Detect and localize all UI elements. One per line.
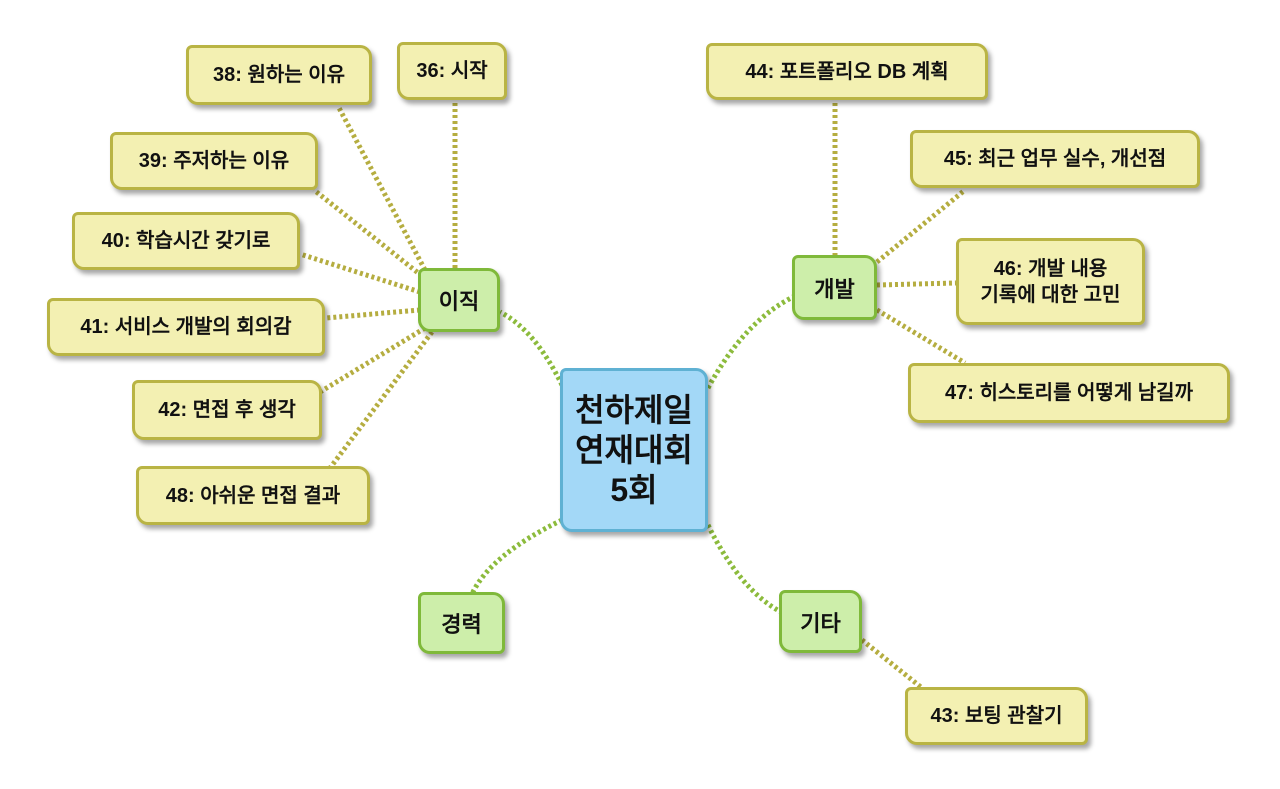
branch-gaebal[interactable]: 개발 bbox=[792, 255, 877, 320]
node-label: 40: 학습시간 갖기로 bbox=[101, 230, 271, 252]
node-39[interactable]: 39: 주저하는 이유 bbox=[110, 132, 318, 190]
node-label: 42: 면접 후 생각 bbox=[158, 399, 296, 421]
node-44[interactable]: 44: 포트폴리오 DB 계획 bbox=[706, 43, 988, 100]
edge-ijik-48 bbox=[328, 330, 434, 470]
edge-center-ijik bbox=[498, 309, 565, 387]
node-label: 36: 시작 bbox=[416, 60, 488, 82]
edge-ijik-42 bbox=[318, 325, 427, 395]
node-label: 경력 bbox=[441, 612, 482, 637]
node-43[interactable]: 43: 보팅 관찰기 bbox=[905, 687, 1088, 745]
edge-ijik-41 bbox=[325, 307, 421, 321]
center-node[interactable]: 천하제일 연재대회 5회 bbox=[560, 368, 708, 532]
edge-gita-43 bbox=[860, 638, 924, 690]
node-41[interactable]: 41: 서비스 개발의 회의감 bbox=[47, 298, 325, 356]
node-label: 39: 주저하는 이유 bbox=[138, 150, 290, 172]
node-label: 43: 보팅 관찰기 bbox=[930, 705, 1063, 727]
branch-ijik[interactable]: 이직 bbox=[418, 268, 500, 332]
node-label: 41: 서비스 개발의 회의감 bbox=[80, 316, 292, 338]
edge-center-gaebal bbox=[705, 293, 797, 390]
node-label: 개발 bbox=[814, 276, 855, 302]
node-48[interactable]: 48: 아쉬운 면접 결과 bbox=[136, 466, 370, 525]
edge-ijik-40 bbox=[299, 251, 421, 295]
node-label: 이직 bbox=[438, 289, 480, 314]
edge-ijik-38 bbox=[335, 104, 428, 272]
center-label-line2: 연재대회 bbox=[575, 432, 693, 468]
edge-gaebal-45 bbox=[875, 188, 967, 264]
node-label-line2: 기록에 대한 고민 bbox=[980, 283, 1121, 306]
node-42[interactable]: 42: 면접 후 생각 bbox=[132, 380, 322, 440]
edge-gaebal-47 bbox=[875, 307, 967, 366]
node-45[interactable]: 45: 최근 업무 실수, 개선점 bbox=[910, 130, 1200, 188]
center-label-line3: 5회 bbox=[610, 472, 658, 508]
branch-gita[interactable]: 기타 bbox=[779, 590, 862, 653]
node-label-line1: 46: 개발 내용 bbox=[993, 257, 1108, 280]
node-label: 기타 bbox=[800, 610, 841, 636]
node-46[interactable]: 46: 개발 내용 기록에 대한 고민 bbox=[956, 238, 1145, 325]
node-36[interactable]: 36: 시작 bbox=[397, 42, 507, 100]
edge-gaebal-46 bbox=[876, 280, 957, 288]
edge-center-gyeongryeok bbox=[469, 517, 564, 596]
node-38[interactable]: 38: 원하는 이유 bbox=[186, 45, 372, 105]
node-40[interactable]: 40: 학습시간 갖기로 bbox=[72, 212, 300, 270]
edge-center-gita bbox=[705, 523, 783, 615]
node-label: 47: 히스토리를 어떻게 남길까 bbox=[945, 382, 1193, 404]
node-label: 45: 최근 업무 실수, 개선점 bbox=[943, 148, 1167, 170]
center-label-line1: 천하제일 bbox=[575, 392, 693, 428]
node-label: 48: 아쉬운 면접 결과 bbox=[165, 484, 341, 507]
node-label: 38: 원하는 이유 bbox=[212, 64, 346, 86]
node-47[interactable]: 47: 히스토리를 어떻게 남길까 bbox=[908, 363, 1230, 423]
edge-ijik-39 bbox=[312, 188, 424, 278]
branch-gyeongryeok[interactable]: 경력 bbox=[418, 592, 505, 654]
node-label: 44: 포트폴리오 DB 계획 bbox=[745, 60, 949, 83]
